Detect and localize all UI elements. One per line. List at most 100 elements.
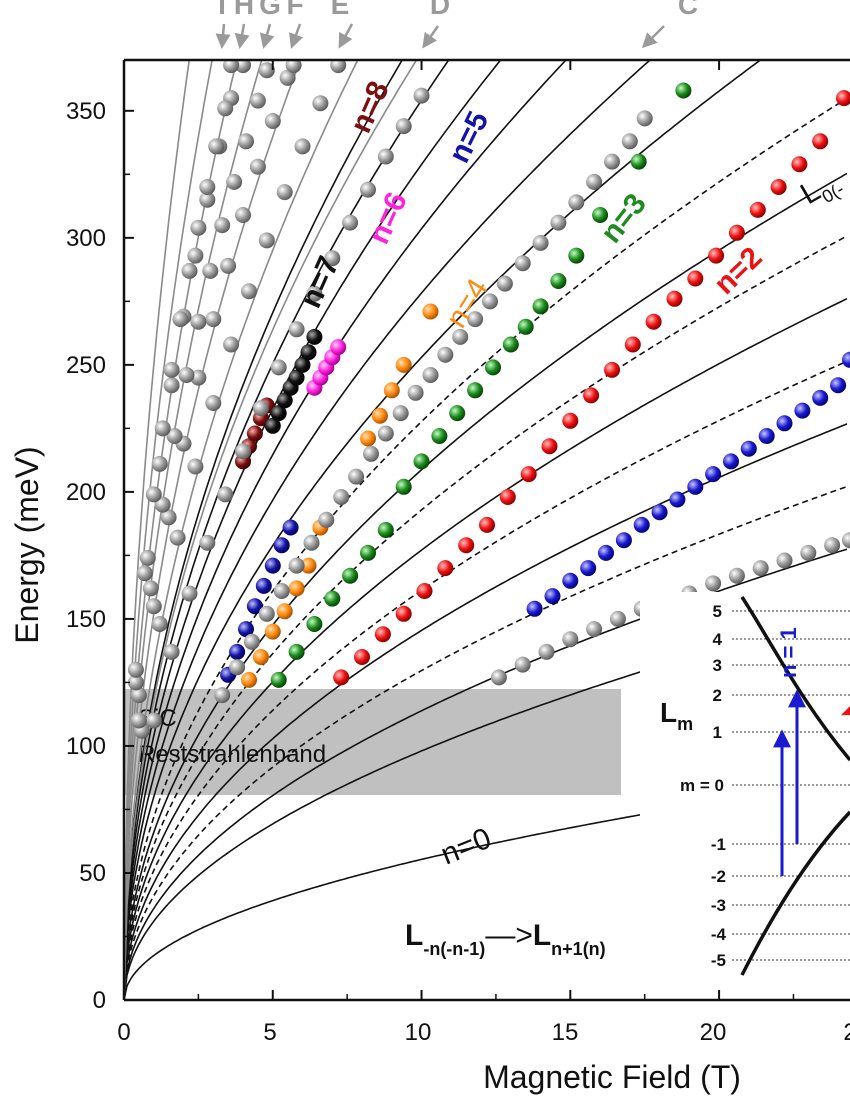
- transition-sub2: n+1(n): [551, 939, 606, 959]
- data-point: [520, 466, 537, 483]
- data-point: [723, 453, 739, 470]
- data-point: [279, 69, 296, 86]
- data-point: [205, 395, 222, 411]
- data-point: [127, 661, 144, 678]
- data-point: [490, 669, 507, 686]
- data-point: [431, 428, 448, 444]
- data-point: [541, 438, 558, 455]
- top-arrow: [234, 23, 250, 49]
- data-point: [728, 567, 745, 584]
- data-point: [645, 313, 662, 330]
- theory-line: [124, 60, 450, 1000]
- data-point: [294, 138, 311, 155]
- data-point: [562, 572, 579, 589]
- inset-level-label: -2: [711, 867, 726, 886]
- data-point: [740, 440, 757, 457]
- data-point: [288, 321, 305, 338]
- data-point: [241, 283, 257, 300]
- data-point: [235, 443, 251, 460]
- data-point: [288, 557, 305, 574]
- data-point: [360, 430, 376, 447]
- data-point: [243, 633, 260, 650]
- data-point: [163, 643, 180, 660]
- top-letter: C: [678, 0, 698, 20]
- data-point: [145, 598, 162, 615]
- data-point: [422, 367, 439, 383]
- data-point: [437, 560, 454, 577]
- data-point: [264, 113, 281, 129]
- data-point: [288, 369, 305, 386]
- data-point: [273, 537, 290, 554]
- data-point: [669, 491, 686, 508]
- data-point: [226, 173, 243, 190]
- data-point: [166, 428, 183, 444]
- data-point: [395, 478, 412, 495]
- data-point: [550, 273, 567, 289]
- data-point: [422, 303, 439, 320]
- data-point: [586, 621, 603, 638]
- data-point: [252, 649, 269, 665]
- y-tick-label: 0: [93, 987, 106, 1014]
- data-point: [449, 405, 466, 422]
- data-point: [830, 377, 847, 394]
- x-tick-label: 0: [117, 1019, 130, 1046]
- data-point: [374, 626, 391, 643]
- inset-level-label: 3: [713, 656, 722, 675]
- data-point: [794, 402, 811, 419]
- data-point: [413, 87, 430, 104]
- data-point: [318, 511, 335, 528]
- series-D: [145, 87, 430, 729]
- data-point: [479, 516, 495, 533]
- data-point: [130, 687, 147, 704]
- data-point: [235, 60, 251, 74]
- x-axis-title: Magnetic Field (T): [483, 1059, 741, 1095]
- gray-fit-lines: [124, 60, 418, 1000]
- data-point: [229, 659, 246, 676]
- data-point: [633, 516, 650, 533]
- data-point: [303, 534, 320, 551]
- inset-level-label: m = 0: [680, 776, 724, 795]
- top-arrow: [641, 25, 665, 49]
- data-point: [235, 207, 251, 223]
- inset-upper-curve: [740, 596, 850, 762]
- data-point: [238, 621, 254, 638]
- data-point: [205, 311, 222, 328]
- data-points: [127, 60, 850, 739]
- data-point: [615, 532, 632, 549]
- inset-ylabel-main: L: [660, 697, 677, 728]
- data-point: [416, 583, 433, 599]
- data-point: [258, 232, 275, 249]
- data-point: [249, 92, 266, 109]
- data-point: [749, 201, 766, 218]
- data-point: [354, 649, 370, 665]
- transition-sub1: -n(-n-1): [423, 939, 485, 959]
- data-point: [330, 339, 347, 356]
- data-point: [255, 577, 272, 594]
- data-point: [163, 361, 180, 378]
- data-point: [190, 369, 207, 386]
- data-point: [562, 412, 579, 429]
- top-arrow: [422, 25, 440, 49]
- data-point: [181, 262, 198, 279]
- top-letter: I: [218, 0, 226, 20]
- data-point: [776, 552, 793, 569]
- data-point: [300, 557, 317, 574]
- data-point: [377, 522, 394, 538]
- data-point: [705, 575, 722, 592]
- data-point: [776, 415, 793, 432]
- data-point: [842, 351, 850, 368]
- transition-l2: L: [533, 919, 551, 952]
- inset-level-label: -1: [711, 835, 726, 854]
- data-point: [496, 275, 513, 292]
- data-point: [264, 623, 281, 640]
- series-n1: [526, 351, 850, 617]
- inset-level-label: -3: [711, 896, 726, 915]
- data-point: [282, 519, 299, 536]
- level-label-n4: n=4: [440, 273, 495, 334]
- data-point: [136, 565, 153, 582]
- data-point: [532, 298, 549, 315]
- data-point: [812, 133, 829, 150]
- theory-line: [124, 60, 762, 1000]
- data-point: [395, 118, 412, 135]
- top-letter: E: [331, 0, 350, 20]
